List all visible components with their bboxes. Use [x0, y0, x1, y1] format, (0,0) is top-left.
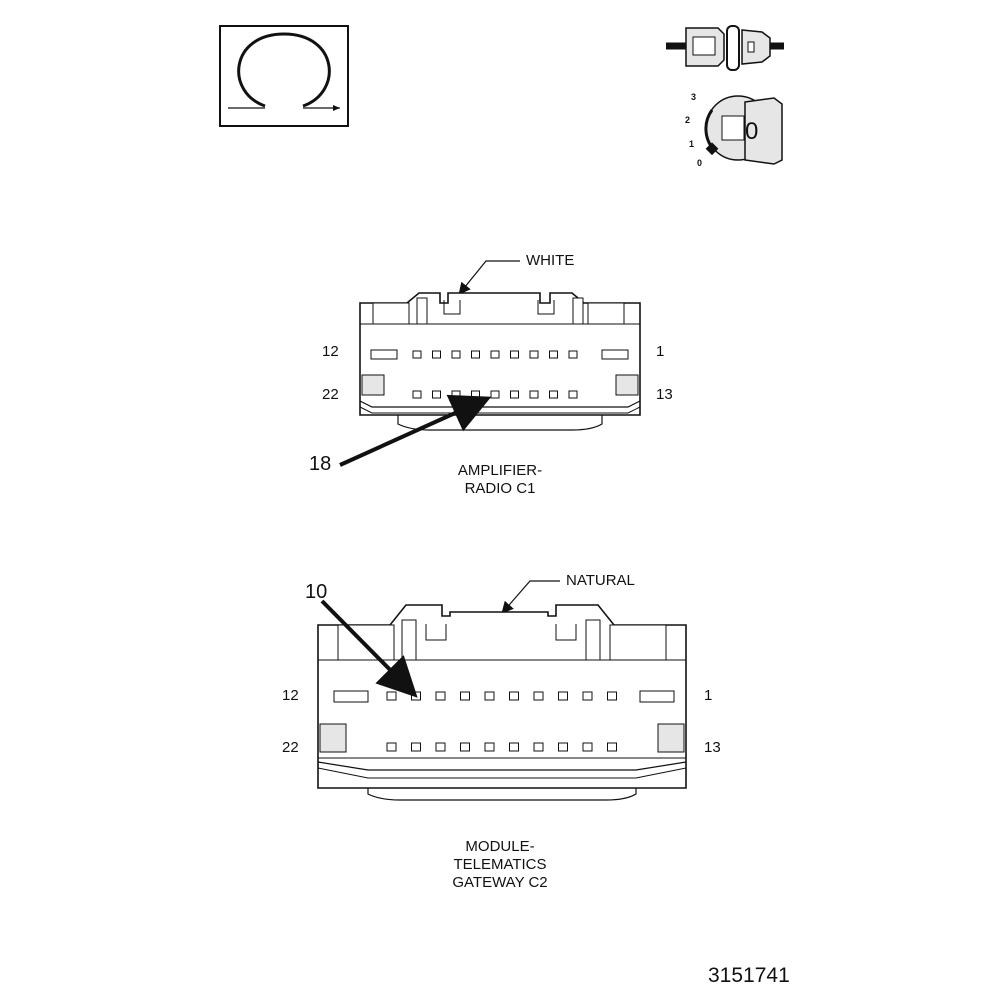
c1-color-label: WHITE — [526, 252, 575, 269]
c2-pin-cavity — [582, 742, 593, 752]
c1-caption-line-2: RADIO C1 — [464, 480, 536, 497]
connector-c2-body — [317, 580, 687, 801]
c1-pin-label-12: 12 — [322, 343, 339, 360]
c2-pin-cavity — [533, 691, 544, 701]
figure-number: 3151741 — [708, 964, 790, 987]
c1-pin-cavity — [451, 350, 461, 359]
c1-pin-cavity — [549, 350, 558, 359]
connector-c1-body — [359, 260, 641, 431]
c1-pin-cavity — [412, 390, 422, 399]
c1-pin-cavity — [549, 390, 558, 399]
c2-pin-cavity — [558, 691, 568, 701]
c1-pin-cavity — [432, 350, 441, 359]
ignition-position-1: 1 — [689, 139, 695, 149]
ignition-position-0: 0 — [697, 158, 703, 168]
c1-pin-cavity — [432, 390, 441, 399]
ignition-key-icon — [704, 95, 783, 165]
c2-pin-cavity — [411, 742, 421, 752]
pointer-arrow-c2 — [320, 599, 418, 698]
c2-pin-cavity — [386, 742, 397, 752]
key-glyph: 0 — [745, 118, 759, 145]
c2-caption-line-3: GATEWAY C2 — [452, 874, 548, 891]
c2-pin-cavity — [509, 691, 519, 701]
c2-pin-label-13: 13 — [704, 739, 721, 756]
c2-pin-cavity — [460, 691, 470, 701]
c2-caption-line-1: MODULE- — [465, 838, 535, 855]
c1-caption-line-1: AMPLIFIER- — [457, 462, 543, 479]
c2-pin-cavity — [509, 742, 519, 752]
c2-caption-line-2: TELEMATICS — [453, 856, 547, 873]
c2-pin-cavity — [607, 691, 617, 701]
c1-pin-cavity — [568, 350, 578, 359]
c1-pin-label-13: 13 — [656, 386, 673, 403]
ohmmeter-symbol-icon — [219, 25, 349, 127]
c2-pin-cavity — [533, 742, 544, 752]
c2-pointer-pin-number: 10 — [305, 581, 328, 603]
c2-pin-cavity — [386, 691, 397, 701]
ignition-position-3: 3 — [691, 92, 697, 102]
pointer-arrow-c1 — [339, 394, 492, 467]
c1-pin-cavity — [471, 350, 480, 359]
c1-pin-cavity — [529, 350, 539, 359]
c1-pin-cavity — [490, 350, 500, 359]
c2-pin-cavity — [435, 742, 446, 752]
c2-color-label: NATURAL — [566, 572, 635, 589]
c2-pin-cavity — [607, 742, 617, 752]
c2-pin-cavity — [582, 691, 593, 701]
c2-pin-cavity — [411, 691, 421, 701]
c1-pin-cavity — [490, 390, 500, 399]
c1-pin-label-1: 1 — [656, 343, 665, 360]
connector-c1-pins — [412, 350, 578, 399]
c1-pointer-pin-number: 18 — [309, 453, 332, 475]
c2-pin-label-22: 22 — [282, 739, 299, 756]
c2-pin-label-1: 1 — [704, 687, 713, 704]
c1-pin-cavity — [510, 390, 519, 399]
c1-pin-cavity — [529, 390, 539, 399]
c1-pin-label-22: 22 — [322, 386, 339, 403]
c2-pin-cavity — [558, 742, 568, 752]
ignition-position-2: 2 — [685, 115, 691, 125]
c2-pin-cavity — [435, 691, 446, 701]
c2-caption: MODULE- TELEMATICS GATEWAY C2 — [420, 838, 580, 892]
c2-pin-cavity — [484, 691, 495, 701]
c1-pin-cavity — [568, 390, 578, 399]
c1-pin-cavity — [451, 390, 461, 399]
c2-pin-label-12: 12 — [282, 687, 299, 704]
c1-pin-cavity — [510, 350, 519, 359]
connector-icon — [666, 25, 784, 71]
c2-pin-cavity — [484, 742, 495, 752]
c2-pin-cavity — [460, 742, 470, 752]
c1-pin-cavity — [471, 390, 480, 399]
c1-pin-cavity — [412, 350, 422, 359]
c1-caption: AMPLIFIER- RADIO C1 — [430, 462, 570, 498]
